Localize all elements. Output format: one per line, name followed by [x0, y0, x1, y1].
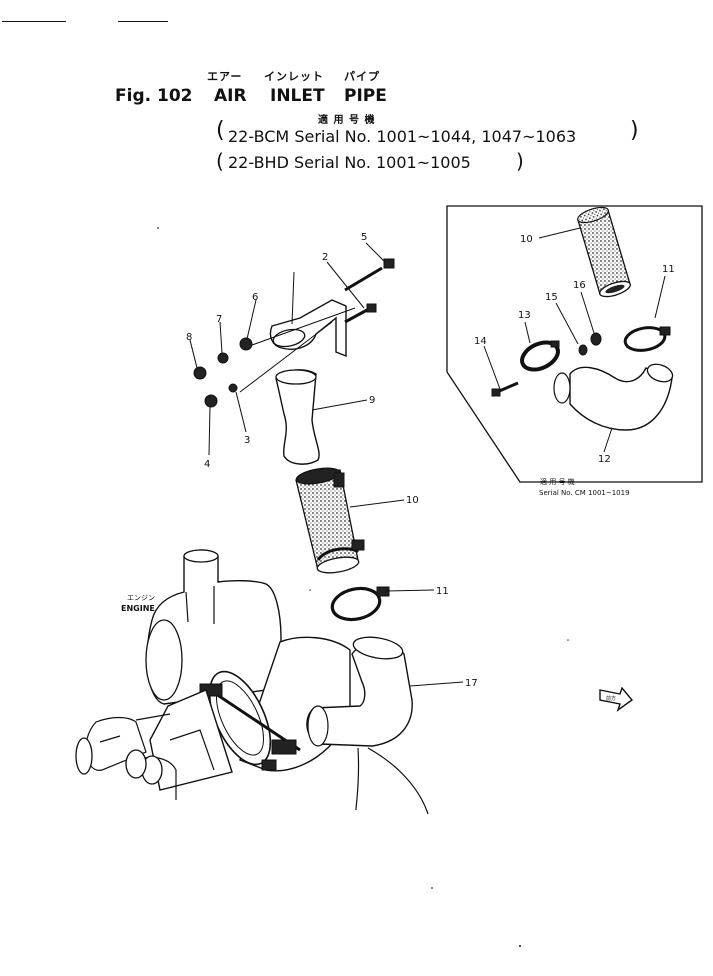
scan-specks — [157, 227, 569, 948]
title-en-air: AIR — [214, 86, 247, 106]
callout-15: 15 — [545, 292, 558, 303]
bolt-part-5 — [344, 258, 395, 292]
callout-9: 9 — [369, 395, 375, 406]
callout-6: 6 — [252, 292, 258, 303]
callout-11: 11 — [436, 586, 449, 597]
nut-part-8 — [193, 366, 207, 380]
callout-13: 13 — [518, 310, 531, 321]
inset-leaders — [483, 227, 666, 453]
paren-close-2: ) — [516, 149, 524, 173]
forward-arrow-label: 前方 — [606, 695, 616, 702]
title-rule-right — [118, 21, 168, 22]
paren-close-1: ) — [630, 118, 639, 143]
applicable-serials-jp: 適 用 号 機 — [318, 115, 376, 126]
elbow-hose-part-17 — [306, 636, 429, 815]
title-jp-air: エアー — [207, 70, 243, 83]
pipe-part-9 — [275, 369, 320, 465]
nut-part-6 — [239, 337, 253, 351]
main-callouts: 5 2 6 7 8 3 4 9 10 11 17 — [186, 232, 478, 689]
paren-open-2: ( — [216, 149, 224, 173]
callout-7: 7 — [216, 314, 222, 325]
nut-part-4 — [204, 394, 218, 408]
title-en-inlet: INLET — [270, 86, 325, 106]
inset-bolt-14 — [491, 381, 519, 397]
title-jp-inlet: インレット — [264, 70, 324, 83]
inset-callouts: 10 11 13 15 16 14 12 — [474, 234, 675, 465]
title-jp-pipe: パイプ — [344, 70, 380, 83]
callout-17: 17 — [465, 678, 478, 689]
inset-washer-15 — [578, 344, 588, 356]
washer-part-7 — [217, 352, 229, 364]
callout-5: 5 — [361, 232, 367, 243]
inset-elbow-12 — [553, 363, 674, 431]
bolt-part-2 — [344, 303, 377, 324]
engine — [75, 549, 351, 800]
callout-2: 2 — [322, 252, 328, 263]
title-en-pipe: PIPE — [344, 86, 387, 106]
callout-inset-11: 11 — [662, 264, 675, 275]
callout-inset-10: 10 — [520, 234, 533, 245]
title-rule-left — [2, 21, 66, 22]
bracket-part-1 — [269, 271, 347, 358]
washer-part-3 — [228, 383, 238, 393]
inset-clamp-13 — [520, 340, 560, 372]
callout-3: 3 — [244, 435, 250, 446]
callout-8: 8 — [186, 332, 192, 343]
figure-label: Fig. 102 — [115, 86, 193, 106]
serial-line-bhd: 22-BHD Serial No. 1001~1005 — [228, 153, 471, 172]
callout-14: 14 — [474, 336, 487, 347]
paren-open-1: ( — [216, 118, 225, 143]
inset-nut-16 — [590, 332, 602, 346]
inset-caption: Serial No. CM 1001~1019 — [539, 489, 630, 497]
engine-label-jp: エンジン — [127, 594, 155, 602]
callout-12: 12 — [598, 454, 611, 465]
inset-frame — [446, 205, 703, 483]
hose-part-10 — [295, 467, 365, 574]
callout-4: 4 — [204, 459, 210, 470]
forward-arrow-tag: 前方 — [599, 686, 634, 712]
inset-clamp-11 — [623, 326, 671, 352]
main-leaders — [189, 242, 464, 687]
clamp-part-11 — [330, 586, 390, 622]
inset-hose-10 — [577, 206, 631, 298]
callout-10: 10 — [406, 495, 419, 506]
serial-line-bcm: 22-BCM Serial No. 1001~1044, 1047~1063 — [228, 127, 577, 146]
inset-caption-jp: 適 用 号 機 — [540, 477, 575, 486]
engine-label: ENGINE — [121, 604, 155, 613]
callout-16: 16 — [573, 280, 586, 291]
